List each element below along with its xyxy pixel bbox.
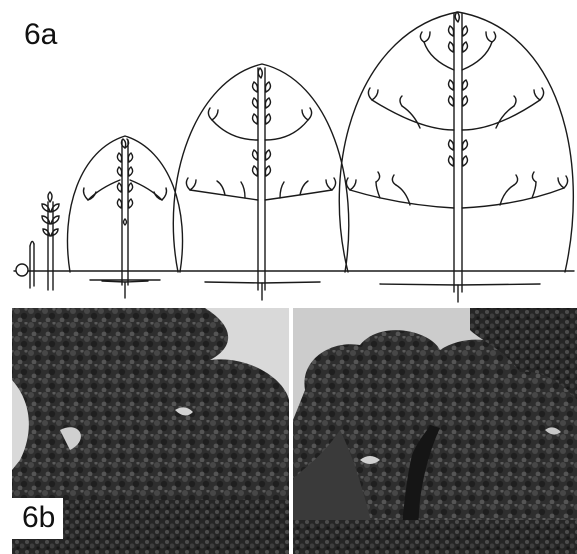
growth-stage-juvenile: [42, 192, 59, 290]
growth-stage-seed: [16, 241, 34, 288]
growth-stage-sapling: [67, 136, 182, 298]
photo-right: [293, 308, 577, 554]
panel-label-6a: 6a: [24, 20, 57, 50]
architecture-diagram: [14, 12, 574, 302]
panel-label-6b: 6b: [12, 498, 63, 539]
growth-stage-young-tree: [173, 64, 348, 300]
growth-stage-mature-tree: [339, 12, 573, 302]
